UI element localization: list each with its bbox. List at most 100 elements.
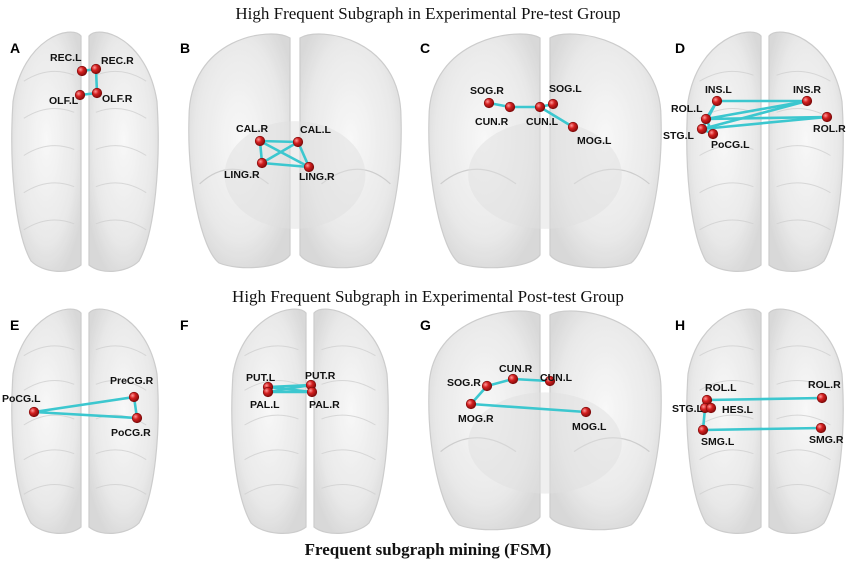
node-g-mog-r (465, 398, 477, 410)
node-label-a-rec-r: REC.R (101, 55, 134, 67)
brain-outline-b (188, 33, 402, 269)
node-g-mog-l (580, 406, 592, 418)
node-label-f-pal-l: PAL.L (250, 399, 280, 411)
brain-outline-f (231, 308, 389, 534)
node-e-precg-r (128, 391, 140, 403)
node-label-g-mog-r: MOG.R (458, 413, 494, 425)
node-g-cun-l (544, 375, 556, 387)
node-label-b-ling-r1: LING.R (224, 169, 260, 181)
node-label-d-ins-r: INS.R (793, 84, 821, 96)
title-post-test: High Frequent Subgraph in Experimental P… (232, 287, 624, 306)
panel-letter-f: F (180, 317, 189, 333)
brain-outline-e (11, 308, 159, 534)
node-label-f-put-l: PUT.L (246, 372, 276, 384)
panel-letter-e: E (10, 317, 20, 333)
node-label-d-stg-l: STG.L (663, 130, 695, 142)
node-label-g-cun-l: CUN.L (540, 372, 573, 384)
node-label-h-smg-r: SMG.R (809, 434, 844, 446)
edge-b-cal.r-cal.l (258, 139, 300, 144)
edge-d-rol.l-ins.r (704, 99, 809, 121)
node-label-c-sog-r: SOG.R (470, 85, 504, 97)
node-d-rol-r (821, 111, 833, 123)
brain-outline-h (686, 308, 844, 534)
brain-outline-c (428, 33, 662, 269)
node-d-rol-l (700, 113, 712, 125)
node-d-pocg-l (707, 128, 719, 140)
edge-b-cal.r-ling.r2 (258, 139, 311, 169)
node-label-c-cun-r: CUN.R (475, 116, 509, 128)
node-label-a-olf-r: OLF.R (102, 93, 133, 105)
node-label-e-pocg-r: PoCG.R (111, 427, 151, 439)
brain-outline-g (428, 310, 662, 531)
node-label-h-smg-l: SMG.L (701, 436, 735, 448)
node-a-rec-l (76, 65, 88, 77)
edge-g-mog.r-mog.l (469, 402, 588, 414)
panel-d: INS.L INS.R ROL.L ROL.R STG.L PoCG.L (663, 31, 846, 272)
node-label-e-pocg-l: PoCG.L (2, 393, 41, 405)
panel-letter-a: A (10, 40, 21, 56)
brain-outline-d (686, 31, 844, 272)
node-a-olf-l (74, 89, 86, 101)
panel-a: REC.L REC.R OLF.L OLF.R (11, 31, 159, 272)
node-b-ling-r1 (256, 157, 268, 169)
edge-h-smg.l-smg.r (701, 426, 823, 432)
node-label-g-sog-r: SOG.R (447, 377, 481, 389)
node-label-b-ling-r2: LING.R (299, 171, 335, 183)
panel-letter-h: H (675, 317, 686, 333)
panel-letter-g: G (420, 317, 431, 333)
node-c-sog-l (547, 98, 559, 110)
node-label-c-cun-l: CUN.L (526, 116, 559, 128)
edge-c-cun.l-mog.l (538, 105, 575, 129)
node-a-rec-r (90, 63, 102, 75)
node-label-a-olf-l: OLF.L (49, 95, 79, 107)
panel-e: PoCG.L PreCG.R PoCG.R (2, 308, 159, 534)
node-label-d-ins-l: INS.L (705, 84, 732, 96)
node-label-d-pocg-l: PoCG.L (711, 139, 750, 151)
node-c-cun-r (504, 101, 516, 113)
node-label-c-mog-l: MOG.L (577, 135, 612, 147)
edge-g-cun.r-cun.l (511, 377, 552, 383)
node-label-d-rol-l: ROL.L (671, 103, 703, 115)
node-label-c-sog-l: SOG.L (549, 83, 582, 95)
node-h-smg-r (815, 422, 827, 434)
node-label-a-rec-l: REC.L (50, 52, 82, 64)
panel-g: SOG.R CUN.R CUN.L MOG.R MOG.L (428, 310, 662, 531)
node-c-cun-l (534, 101, 546, 113)
node-a-olf-r (91, 87, 103, 99)
node-label-b-cal-l: CAL.L (300, 124, 331, 136)
node-d-ins-r (801, 95, 813, 107)
node-label-f-pal-r: PAL.R (309, 399, 340, 411)
node-b-ling-r2 (303, 161, 315, 173)
node-e-pocg-l (28, 406, 40, 418)
edge-h-rol.l-rol.r (705, 396, 824, 402)
node-d-stg-l (696, 123, 708, 135)
node-f-pal-l (262, 386, 274, 398)
node-h-rol-r (816, 392, 828, 404)
node-d-ins-l (711, 95, 723, 107)
edge-b-cal.l-ling.r1 (260, 140, 300, 165)
panel-letter-d: D (675, 40, 686, 56)
title-pre-test: High Frequent Subgraph in Experimental P… (235, 4, 621, 23)
panel-letter-c: C (420, 40, 431, 56)
node-label-h-rol-l: ROL.L (705, 382, 737, 394)
node-label-b-cal-r: CAL.R (236, 123, 268, 135)
node-c-sog-r (483, 97, 495, 109)
panel-letter-b: B (180, 40, 191, 56)
node-f-pal-r (306, 386, 318, 398)
edge-d-stg.l-rol.r (700, 115, 829, 131)
edge-d-stg.l-ins.l (700, 99, 719, 131)
node-label-g-cun-r: CUN.R (499, 363, 533, 375)
edge-d-stg.l-ins.r (700, 99, 809, 131)
edge-e-pocg.l-pocg.r (32, 410, 139, 420)
node-b-cal-l (292, 136, 304, 148)
node-label-g-mog-l: MOG.L (572, 421, 607, 433)
node-g-sog-r (481, 380, 493, 392)
node-label-e-precg-r: PreCG.R (110, 375, 154, 387)
title-fsm: Frequent subgraph mining (FSM) (304, 540, 552, 559)
node-c-mog-l (567, 121, 579, 133)
edge-d-rol.l-rol.r (704, 115, 829, 121)
panel-b: CAL.R CAL.L LING.R LING.R (188, 33, 402, 269)
node-label-d-rol-r: ROL.R (813, 123, 846, 135)
